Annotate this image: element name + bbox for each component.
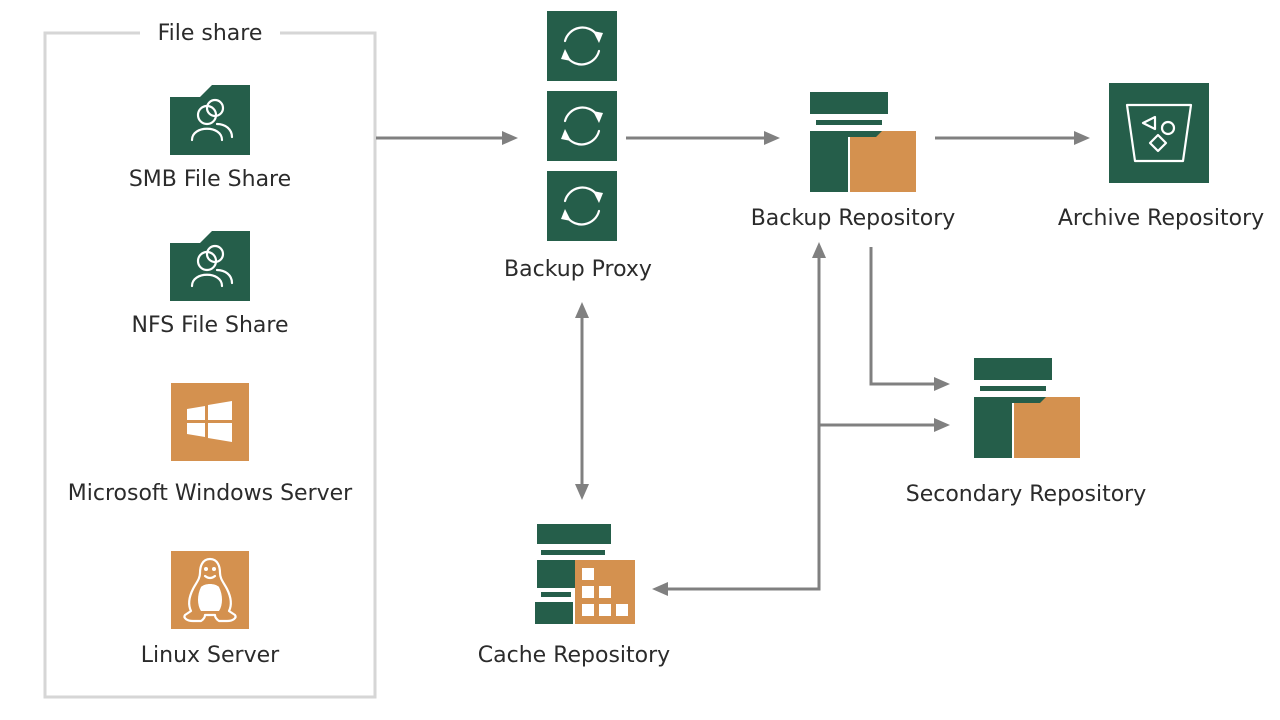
node-backup-repository[interactable]: Backup Repository	[751, 92, 956, 231]
source-linux[interactable]: Linux Server	[141, 551, 280, 668]
arrowhead-up	[812, 242, 826, 258]
arrowhead	[502, 131, 518, 145]
node-label: Secondary Repository	[906, 482, 1147, 507]
source-windows[interactable]: Microsoft Windows Server	[68, 383, 353, 506]
node-cache-repository[interactable]: Cache Repository	[478, 524, 670, 668]
source-label: Microsoft Windows Server	[68, 481, 353, 506]
users-folder-icon	[170, 231, 250, 301]
archive-bucket-icon	[1109, 83, 1209, 183]
sync-icon	[547, 11, 617, 81]
windows-logo-icon	[171, 383, 249, 461]
linux-penguin-icon	[171, 551, 249, 629]
node-label: Cache Repository	[478, 643, 670, 668]
edge-proxy-cache-bidirectional	[575, 302, 589, 500]
arrowhead	[934, 418, 950, 432]
sync-icon	[547, 171, 617, 241]
source-label: SMB File Share	[129, 167, 291, 192]
arrowhead	[934, 377, 950, 391]
users-folder-icon	[170, 85, 250, 155]
repository-folder-icon	[974, 358, 1080, 458]
arrowhead-left	[652, 582, 668, 596]
arrowhead-down	[575, 484, 589, 500]
connectors	[376, 131, 1090, 596]
edge-fileshare-to-proxy	[376, 131, 518, 145]
arrowhead	[764, 131, 780, 145]
source-nfs[interactable]: NFS File Share	[132, 231, 289, 338]
sync-icon	[547, 91, 617, 161]
cache-repository-icon	[535, 524, 635, 624]
edge-backup-to-archive	[935, 131, 1090, 145]
node-backup-proxy[interactable]: Backup Proxy	[504, 11, 652, 282]
node-label: Backup Repository	[751, 206, 956, 231]
edge-backup-to-secondary	[869, 247, 950, 391]
node-archive-repository[interactable]: Archive Repository	[1058, 83, 1264, 231]
source-label: NFS File Share	[132, 313, 289, 338]
file-share-group: File share SMB File Share NFS File Share…	[43, 21, 377, 699]
edge-proxy-to-backup-repo	[626, 131, 780, 145]
repository-folder-icon	[810, 92, 916, 192]
group-title: File share	[158, 21, 263, 46]
arrowhead	[1074, 131, 1090, 145]
arrowhead-up	[575, 302, 589, 318]
node-label: Backup Proxy	[504, 257, 652, 282]
group-border	[43, 31, 377, 699]
source-smb[interactable]: SMB File Share	[129, 85, 291, 192]
edge-junction-trunk	[652, 242, 950, 596]
source-label: Linux Server	[141, 643, 280, 668]
node-label: Archive Repository	[1058, 206, 1264, 231]
node-secondary-repository[interactable]: Secondary Repository	[906, 358, 1147, 507]
